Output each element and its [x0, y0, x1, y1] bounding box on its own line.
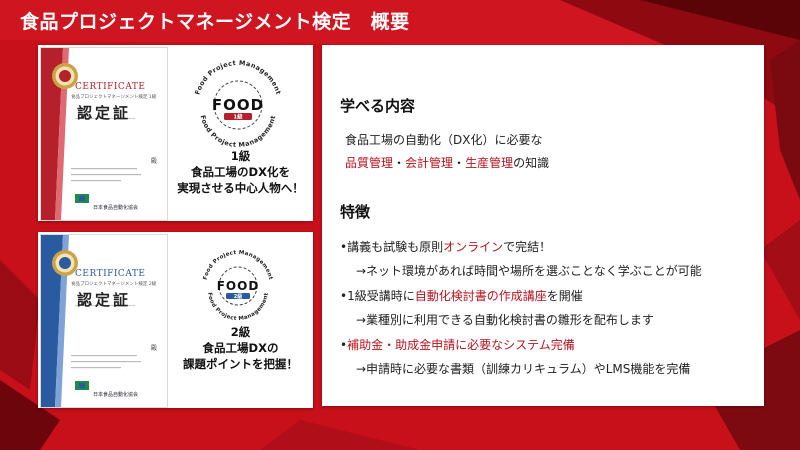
- learn-line-1: 食品工場の自動化（DX化）に必要な: [345, 133, 543, 147]
- certificate-frame: [41, 48, 141, 220]
- grade-1-card: CERTIFICATE 食品プロジェクトマネージメント検定 1級 認定証 殿 日…: [38, 45, 313, 221]
- feature-2-highlight: 自動化検討書の作成講座: [414, 289, 547, 303]
- feature-item-3-detail: →申請時に必要な書類（訓練カリキュラム）やLMS機能を完備: [356, 362, 691, 376]
- feature-1-highlight: オンライン: [443, 240, 504, 254]
- feature-1-suffix: で完結！: [503, 240, 552, 254]
- grade-2-card: CERTIFICATE 食品プロジェクトマネージメント検定 2級 認定証 殿 日…: [38, 232, 313, 408]
- logo-arc-top-text: Food Project Management: [203, 250, 273, 281]
- grade-2-certificate-image: CERTIFICATE 食品プロジェクトマネージメント検定 2級 認定証 殿 日…: [40, 234, 168, 408]
- logo-level-badge: 1級: [233, 113, 243, 121]
- svg-text:Food Project Management: Food Project Management: [193, 59, 282, 96]
- certificate-honorific: 殿: [150, 345, 157, 352]
- certificate-label: CERTIFICATE: [75, 82, 146, 92]
- feature-item-3: •補助金・助成金申請に必要なシステム完備: [340, 336, 575, 353]
- grade-2-description: 2級 食品工場DXの 課題ポイントを把握！: [168, 324, 313, 372]
- grade-1-line-3: 実現させる中心人物へ！: [177, 181, 304, 195]
- feature-3-prefix: •: [340, 338, 348, 352]
- certificate-label: CERTIFICATE: [75, 269, 146, 279]
- certificate-honorific: 殿: [150, 158, 157, 165]
- accounting-management-text: 会計管理: [405, 156, 454, 170]
- logo-level-badge: 2級: [234, 293, 242, 300]
- certificate-subtitle: 食品プロジェクトマネージメント検定 1級: [71, 95, 157, 100]
- learn-line-2: 品質管理・会計管理・生産管理の知識: [345, 154, 549, 171]
- grade-2-logo: Food Project Management Food Project Man…: [203, 250, 274, 322]
- feature-item-2: •1級受講時に自動化検討書の作成講座を開催: [340, 287, 583, 304]
- logo-letters: FOOD: [217, 279, 260, 293]
- certificate-heading: 認定証: [77, 291, 132, 309]
- grade-1-certificate-image: CERTIFICATE 食品プロジェクトマネージメント検定 1級 認定証 殿 日…: [40, 47, 168, 221]
- grade-1-logo: Food Project Management Food Project Man…: [193, 59, 282, 149]
- feature-2-prefix: •1級受講時に: [340, 289, 415, 303]
- production-management-text: 生産管理: [465, 156, 514, 170]
- certificate-issuer: 日本食品自動化協会: [93, 205, 139, 211]
- separator-1: ・: [393, 156, 406, 170]
- certificate-subtitle: 食品プロジェクトマネージメント検定 2級: [71, 282, 157, 287]
- grade-1-level: 1級: [230, 149, 251, 163]
- certificate-heading: 認定証: [77, 104, 132, 122]
- feature-2-suffix: を開催: [546, 289, 583, 303]
- knowledge-suffix: の知識: [513, 156, 550, 170]
- grade-2-level: 2級: [230, 325, 251, 339]
- certificate-issuer: 日本食品自動化協会: [93, 392, 139, 398]
- certificate-frame: [41, 235, 141, 407]
- grade-2-line-3: 課題ポイントを把握！: [183, 357, 298, 371]
- feature-1-prefix: •講義も試験も原則: [340, 240, 444, 254]
- logo-letters: FOOD: [212, 96, 264, 114]
- svg-text:Food Project Management: Food Project Management: [203, 250, 274, 281]
- learn-heading: 学べる内容: [340, 97, 416, 115]
- feature-item-1-detail: →ネット環境があれば時間や場所を選ぶことなく学ぶことが可能: [356, 264, 702, 278]
- feature-item-1: •講義も試験も原則オンラインで完結！: [340, 238, 551, 255]
- logo-arc-top-text: Food Project Management: [193, 59, 282, 96]
- grade-1-line-2: 食品工場のDX化を: [191, 165, 290, 179]
- quality-management-text: 品質管理: [345, 156, 394, 170]
- feature-3-highlight: 補助金・助成金申請に必要なシステム完備: [347, 338, 575, 352]
- grade-1-description: 1級 食品工場のDX化を 実現させる中心人物へ！: [168, 148, 313, 196]
- grade-2-line-2: 食品工場DXの: [202, 341, 279, 355]
- feature-item-2-detail: →業種別に利用できる自動化検討書の雛形を配布します: [356, 313, 654, 327]
- page-title: 食品プロジェクトマネージメント検定 概要: [20, 11, 410, 33]
- overview-panel: 学べる内容 食品工場の自動化（DX化）に必要な 品質管理・会計管理・生産管理の知…: [322, 45, 764, 406]
- separator-2: ・: [453, 156, 466, 170]
- features-heading: 特徴: [340, 203, 371, 221]
